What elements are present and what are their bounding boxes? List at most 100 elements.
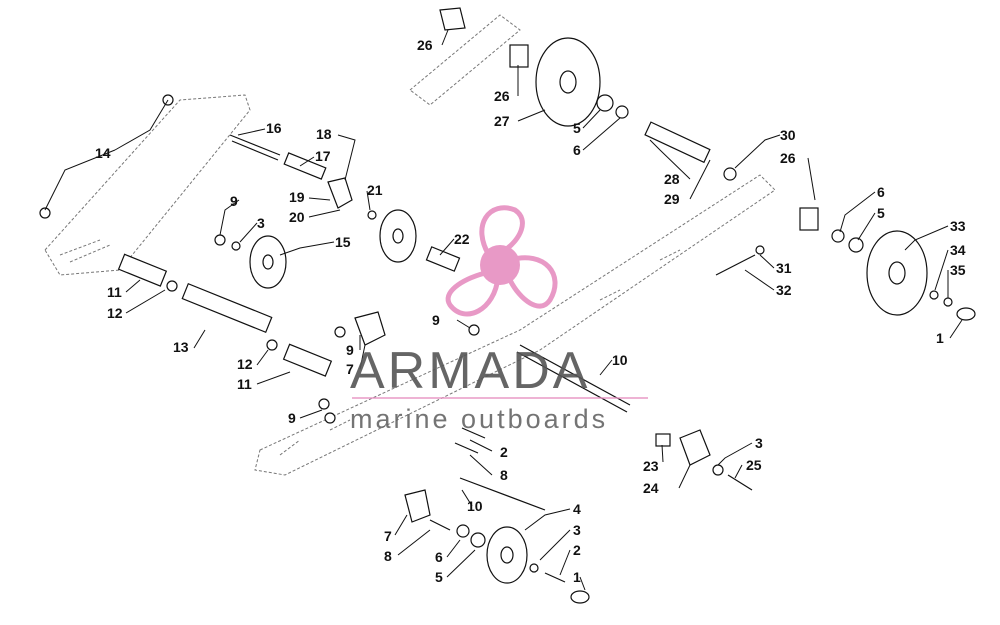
callout-1-b: 1	[936, 330, 944, 346]
callout-20: 20	[289, 209, 305, 225]
watermark-title: ARMADA	[350, 342, 590, 400]
wheel-15b	[249, 235, 287, 289]
shaft-10b	[459, 477, 546, 511]
callout-26-c: 26	[780, 150, 796, 166]
callout-9-b: 9	[346, 342, 354, 358]
washer-34	[929, 290, 939, 300]
bearing-5a	[470, 532, 486, 548]
callout-10-b: 10	[467, 498, 483, 514]
callout-32: 32	[776, 282, 792, 298]
left-shaft-16	[229, 134, 281, 161]
spacer-22	[425, 246, 461, 272]
callout-31: 31	[776, 260, 792, 276]
wheel-4	[486, 526, 528, 584]
callout-28: 28	[664, 171, 680, 187]
callout-10-a: 10	[612, 352, 628, 368]
callout-13: 13	[173, 339, 189, 355]
callout-5-a: 5	[435, 569, 443, 585]
callout-27: 27	[494, 113, 510, 129]
tube-11a	[117, 253, 168, 287]
wheel-27	[535, 37, 601, 127]
spacer-17	[283, 152, 327, 180]
callout-4: 4	[573, 501, 581, 517]
nut-9d	[318, 398, 336, 424]
bolt-2b	[544, 572, 566, 583]
bracket-18	[327, 177, 353, 209]
washer-30	[723, 167, 737, 181]
callout-3-c: 3	[755, 435, 763, 451]
callout-9-d: 9	[288, 410, 296, 426]
callout-11-a: 11	[107, 284, 122, 300]
leader-lines	[44, 29, 963, 591]
bolt-35	[943, 297, 953, 307]
callout-29: 29	[664, 191, 680, 207]
callout-30: 30	[780, 127, 796, 143]
callout-2-b: 2	[573, 542, 581, 558]
bolt-31-32	[715, 245, 765, 276]
callout-3-b: 3	[573, 522, 581, 538]
tube-13	[181, 282, 273, 334]
callout-12-b: 12	[237, 356, 253, 372]
washer-21	[367, 210, 377, 220]
left-rail-frame	[44, 94, 251, 276]
callout-25: 25	[746, 457, 762, 473]
callout-5-c: 5	[877, 205, 885, 221]
callout-33: 33	[950, 218, 966, 234]
callout-labels: 14 16 17 18 19 20 21 9 3 15 22 11 12 13 …	[95, 37, 966, 585]
callout-7-a: 7	[346, 361, 354, 377]
washer-6c	[831, 229, 845, 243]
callout-2-a: 2	[500, 444, 508, 460]
callout-14: 14	[95, 145, 111, 161]
bolt-25	[727, 474, 753, 491]
washer-6b	[615, 105, 629, 119]
nut-9c	[468, 324, 480, 336]
callout-15: 15	[335, 234, 351, 250]
tube-11b	[282, 343, 333, 377]
shaft-28	[644, 121, 711, 164]
callout-26-a: 26	[417, 37, 433, 53]
callout-1-a: 1	[573, 569, 581, 585]
callout-16: 16	[266, 120, 282, 136]
hub-26a	[439, 7, 466, 31]
callout-24: 24	[643, 480, 659, 496]
hub-26c	[799, 207, 819, 231]
washer-3c	[712, 464, 724, 476]
callout-26-b: 26	[494, 88, 510, 104]
callout-5-b: 5	[573, 120, 581, 136]
arm-7a	[354, 311, 386, 346]
arm-7b	[404, 489, 431, 523]
bracket-24	[679, 429, 711, 466]
bearing-5c	[848, 237, 864, 253]
cap-1a	[570, 590, 590, 604]
bolt-8b	[429, 519, 451, 531]
cap-1b	[956, 307, 976, 321]
nut-9b	[334, 326, 346, 338]
callout-6-c: 6	[877, 184, 885, 200]
callout-6-a: 6	[435, 549, 443, 565]
callout-8-a: 8	[500, 467, 508, 483]
bolt-8a	[454, 442, 479, 454]
hub-26b	[509, 44, 529, 68]
wheel-33	[866, 230, 928, 316]
callout-17: 17	[315, 148, 331, 164]
bushing-23	[655, 433, 671, 447]
washer-12b	[266, 339, 278, 351]
bearing-5b	[596, 94, 614, 112]
callout-7-b: 7	[384, 528, 392, 544]
callout-8-b: 8	[384, 548, 392, 564]
washer-3b	[529, 563, 539, 573]
callout-34: 34	[950, 242, 966, 258]
callout-11-b: 11	[237, 376, 252, 392]
wheel-15a	[379, 209, 417, 263]
bolt-2a	[461, 427, 486, 439]
callout-3-a: 3	[257, 215, 265, 231]
callout-19: 19	[289, 189, 305, 205]
washer-12a	[166, 280, 178, 292]
washer-3a	[231, 241, 241, 251]
watermark-subtitle: marine outboards	[350, 404, 608, 434]
callout-9-c: 9	[432, 312, 440, 328]
shaft-10a	[516, 344, 631, 413]
upper-rail-frame	[409, 14, 521, 106]
washer-6a	[456, 524, 470, 538]
